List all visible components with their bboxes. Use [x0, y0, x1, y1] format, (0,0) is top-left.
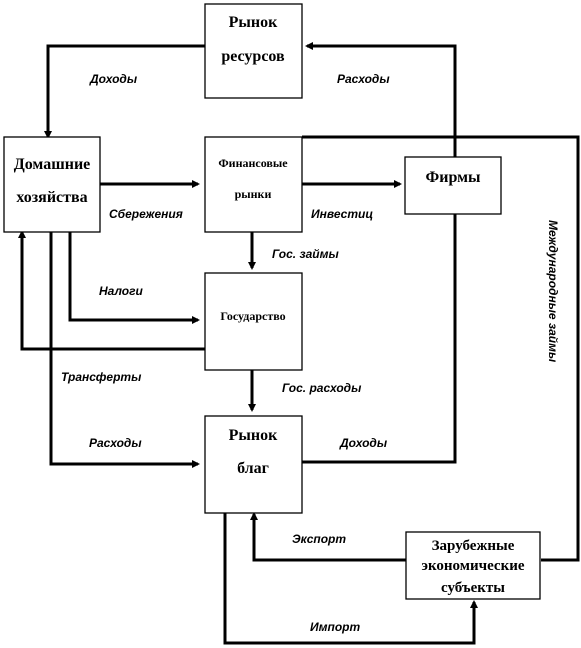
- flow-firms-to-resource-market: [305, 42, 457, 157]
- box-households-line1: Домашние: [14, 156, 91, 173]
- label-income-top: Доходы: [89, 72, 138, 86]
- box-financial-markets: Финансовые рынки: [204, 136, 303, 233]
- label-savings: Сбережения: [109, 207, 183, 221]
- flow-international-loans: [302, 135, 580, 562]
- box-goods-market-line1: Рынок: [229, 427, 278, 444]
- box-goods-market-line2: благ: [237, 460, 269, 477]
- flow-household-expenses: [49, 232, 200, 468]
- box-financial-markets-line2: рынки: [235, 187, 272, 201]
- label-international-loans: Международные займы: [546, 220, 560, 363]
- label-gov-spending: Гос. расходы: [282, 381, 362, 395]
- box-households: Домашние хозяйства: [3, 136, 101, 233]
- box-firms: Фирмы: [404, 156, 502, 215]
- box-resource-market-line2: ресурсов: [221, 48, 285, 65]
- flow-firms-income: [302, 214, 457, 464]
- box-resource-market-line1: Рынок: [229, 14, 278, 31]
- box-foreign-entities: Зарубежные экономические субъекты: [405, 531, 541, 600]
- label-expenses-bottom: Расходы: [89, 436, 142, 450]
- flow-transfers: [18, 230, 205, 351]
- box-government-line1: Государство: [220, 309, 285, 323]
- label-import: Импорт: [310, 620, 360, 634]
- box-government: Государство: [204, 272, 303, 371]
- label-investment: Инвестиц: [311, 207, 373, 221]
- box-resource-market: Рынок ресурсов: [204, 3, 303, 99]
- flow-taxes: [68, 232, 200, 324]
- box-foreign-line2: экономические: [421, 558, 524, 574]
- label-gov-loans: Гос. займы: [272, 247, 339, 261]
- label-expenses-top: Расходы: [337, 72, 390, 86]
- box-households-line2: хозяйства: [16, 189, 87, 206]
- label-income-bottom: Доходы: [339, 436, 388, 450]
- flow-export: [250, 512, 406, 562]
- box-foreign-line1: Зарубежные: [432, 538, 515, 554]
- box-goods-market: Рынок благ: [204, 415, 303, 514]
- box-foreign-line3: субъекты: [441, 580, 505, 596]
- label-export: Экспорт: [292, 532, 346, 546]
- label-transfers: Трансферты: [61, 370, 142, 384]
- flow-income-to-households: [44, 44, 205, 139]
- label-taxes: Налоги: [99, 284, 144, 298]
- box-firms-line1: Фирмы: [425, 169, 481, 186]
- box-financial-markets-line1: Финансовые: [218, 156, 288, 170]
- flow-import: [223, 513, 478, 645]
